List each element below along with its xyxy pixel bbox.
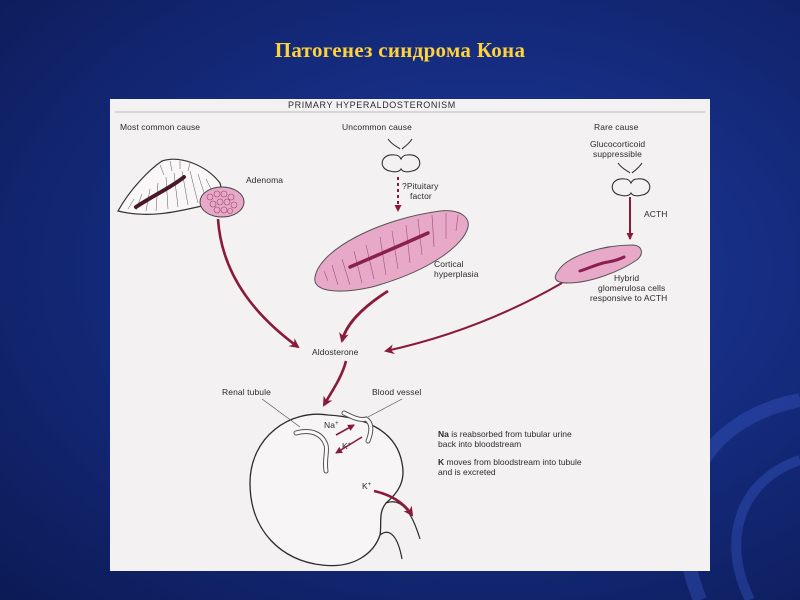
hybrid-to-aldosterone-arrow — [384, 282, 563, 355]
adenoma-label: Adenoma — [246, 175, 283, 185]
glucocorticoid-label-1: Glucocorticoid — [590, 139, 645, 149]
pituitary-gland-rare-icon — [611, 162, 651, 197]
legend-k-line2: and is excreted — [438, 467, 496, 477]
pathogenesis-figure: PRIMARY HYPERALDOSTERONISM Most common c… — [110, 99, 710, 571]
legend-na-line1: Na is reabsorbed from tubular urine — [438, 429, 572, 439]
legend-k-line1: K moves from bloodstream into tubule — [438, 457, 582, 467]
renal-tubule-label: Renal tubule — [222, 387, 271, 397]
adrenal-gland-adenoma — [117, 158, 245, 218]
glucocorticoid-label-2: suppressible — [593, 149, 642, 159]
cortical-hyperplasia-gland — [314, 210, 469, 292]
diagram-canvas: PRIMARY HYPERALDOSTERONISM Most common c… — [115, 100, 705, 567]
aldosterone-label: Aldosterone — [312, 347, 359, 357]
legend-na-line2: back into bloodstream — [438, 439, 521, 449]
uncommon-cause-label: Uncommon cause — [342, 122, 412, 132]
blood-vessel-leader — [367, 398, 403, 418]
aldosterone-to-kidney-arrow — [322, 360, 348, 407]
pituitary-gland-icon — [381, 138, 421, 173]
k-excretion-arrow — [373, 489, 414, 517]
pituitary-factor-label-1: ?Pituitary — [402, 181, 439, 191]
renal-tubule-leader — [261, 398, 301, 428]
hybrid-label-3: responsive to ACTH — [590, 293, 667, 303]
rare-cause-label: Rare cause — [594, 122, 639, 132]
slide-title: Патогенез синдрома Кона — [274, 38, 526, 62]
kidney-outline — [249, 413, 404, 567]
diagram-header: PRIMARY HYPERALDOSTERONISM — [288, 100, 456, 110]
k-outer-label: K+ — [362, 481, 372, 491]
adenoma-to-aldosterone-arrow — [216, 218, 300, 349]
acth-label: ACTH — [644, 209, 668, 219]
cortical-label-1: Cortical — [434, 259, 464, 269]
ureter-line-2 — [379, 531, 403, 560]
hybrid-label-1: Hybrid — [614, 273, 639, 283]
k-transport-arrow — [335, 436, 363, 454]
hybrid-glomerulosa-gland — [554, 244, 642, 284]
most-common-cause-label: Most common cause — [120, 122, 200, 132]
cortical-label-2: hyperplasia — [434, 269, 479, 279]
hyperplasia-to-aldosterone-arrow — [339, 289, 389, 343]
hybrid-label-2: glomerulosa cells — [598, 283, 665, 293]
na-label: Na+ — [324, 420, 339, 430]
pituitary-factor-label-2: factor — [410, 191, 432, 201]
na-transport-arrow — [335, 424, 355, 436]
blood-vessel-label: Blood vessel — [372, 387, 421, 397]
